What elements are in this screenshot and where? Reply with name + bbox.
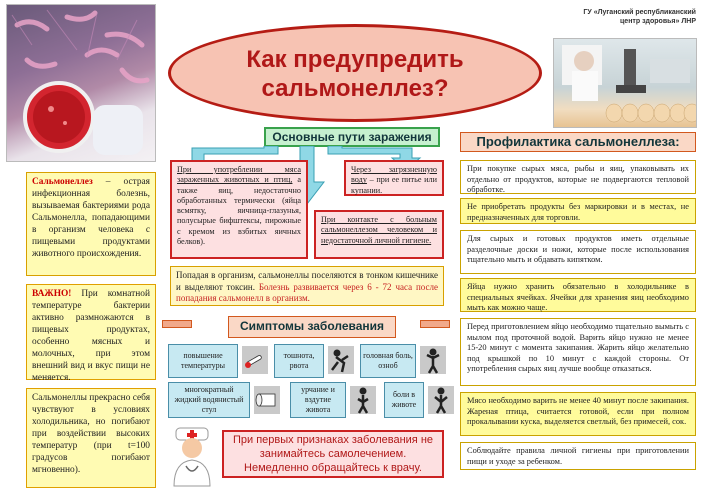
- route-water-text: – при ее питье или купании.: [351, 175, 437, 195]
- stomach-pain-person-icon: [428, 386, 454, 414]
- prevention-item-5: Перед приготовлением яйцо необходимо тща…: [460, 318, 696, 386]
- title-oval: Как предупредить сальмонеллез?: [168, 24, 542, 122]
- route-food-text: а также яиц, недостаточно обработанных т…: [177, 175, 301, 247]
- page-title: Как предупредить сальмонеллез?: [171, 45, 539, 103]
- organization-caption: ГУ «Луганский республиканский центр здор…: [556, 8, 696, 26]
- title-line2: сальмонеллез?: [261, 75, 449, 102]
- org-line1: ГУ «Луганский республиканский: [583, 9, 696, 16]
- doctor-note-box: При первых признаках заболевания не зани…: [222, 430, 444, 478]
- thermometer-icon: [242, 346, 268, 374]
- cold-box: Сальмонеллы прекрасно себя чувствуют в у…: [26, 388, 156, 488]
- organism-box: Попадая в организм, сальмонеллы поселяют…: [170, 266, 444, 306]
- prevention-item-7: Соблюдайте правила личной гигиены при пр…: [460, 442, 696, 470]
- symptom-headache: головная боль, озноб: [360, 344, 416, 378]
- symptoms-ribbon-right: [420, 320, 450, 328]
- headache-person-icon: [420, 346, 446, 374]
- route-water-box: Через загрязненную воду – при ее питье и…: [344, 160, 444, 196]
- doctor-icon: [173, 427, 211, 487]
- route-food-underlined: При употреблении мяса зараженных животны…: [177, 165, 301, 185]
- route-water-underlined: Через загрязненную воду: [351, 165, 437, 185]
- bacteria-photo: [6, 4, 156, 162]
- vomiting-person-icon: [328, 346, 354, 374]
- org-line2: центр здоровья» ЛНР: [620, 18, 696, 25]
- organism-red-text: Болезнь развивается через 6 - 72 часа по…: [176, 281, 438, 304]
- symptom-fever: повышение температуры: [168, 344, 238, 378]
- bloating-person-icon: [350, 386, 376, 414]
- prevention-item-2: Не приобретать продукты без маркировки и…: [460, 198, 696, 224]
- route-food-box: При употреблении мяса зараженных животны…: [170, 160, 308, 259]
- definition-box: Сальмонеллез – острая инфекционная болез…: [26, 172, 156, 276]
- doctor-note-text: При первых признаках заболевания не зани…: [232, 434, 434, 474]
- prevention-item-6: Мясо необходимо варить не менее 40 минут…: [460, 392, 696, 436]
- symptom-diarrhea: многократный жидкий водянистый стул: [168, 382, 250, 418]
- title-line1: Как предупредить: [246, 46, 464, 73]
- prevention-item-3: Для сырых и готовых продуктов иметь отде…: [460, 230, 696, 274]
- important-text: При комнатной температуре бактерии актив…: [32, 289, 150, 383]
- important-label: ВАЖНО!: [32, 289, 72, 299]
- important-box: ВАЖНО! При комнатной температуре бактери…: [26, 284, 156, 383]
- routes-header: Основные пути заражения: [264, 127, 440, 147]
- prevention-header: Профилактика сальмонеллеза:: [460, 132, 696, 152]
- symptom-bloating: урчание и вздутие живота: [290, 382, 346, 418]
- definition-term: Сальмонеллез: [32, 177, 93, 187]
- symptoms-header: Симптомы заболевания: [228, 316, 396, 338]
- prevention-item-4: Яйца нужно хранить обязательно в холодил…: [460, 278, 696, 312]
- prevention-item-1: При покупке сырых мяса, рыбы и яиц, упак…: [460, 160, 696, 194]
- symptoms-ribbon-left: [162, 320, 192, 328]
- organism-text: Попадая в организм, сальмонеллы поселяют…: [176, 270, 438, 292]
- symptom-stomach-pain: боли в животе: [384, 382, 424, 418]
- route-contact-box: При контакте с больным сальмонеллезом че…: [314, 210, 444, 259]
- definition-text: – острая инфекционная болезнь, вызываема…: [32, 177, 150, 259]
- lab-photo: [553, 38, 697, 128]
- symptom-nausea: тошнота, рвота: [274, 344, 324, 378]
- cold-text: Сальмонеллы прекрасно себя чувствуют в у…: [32, 393, 151, 475]
- route-contact-text: При контакте с больным сальмонеллезом че…: [321, 215, 437, 245]
- toilet-paper-icon: [254, 386, 280, 414]
